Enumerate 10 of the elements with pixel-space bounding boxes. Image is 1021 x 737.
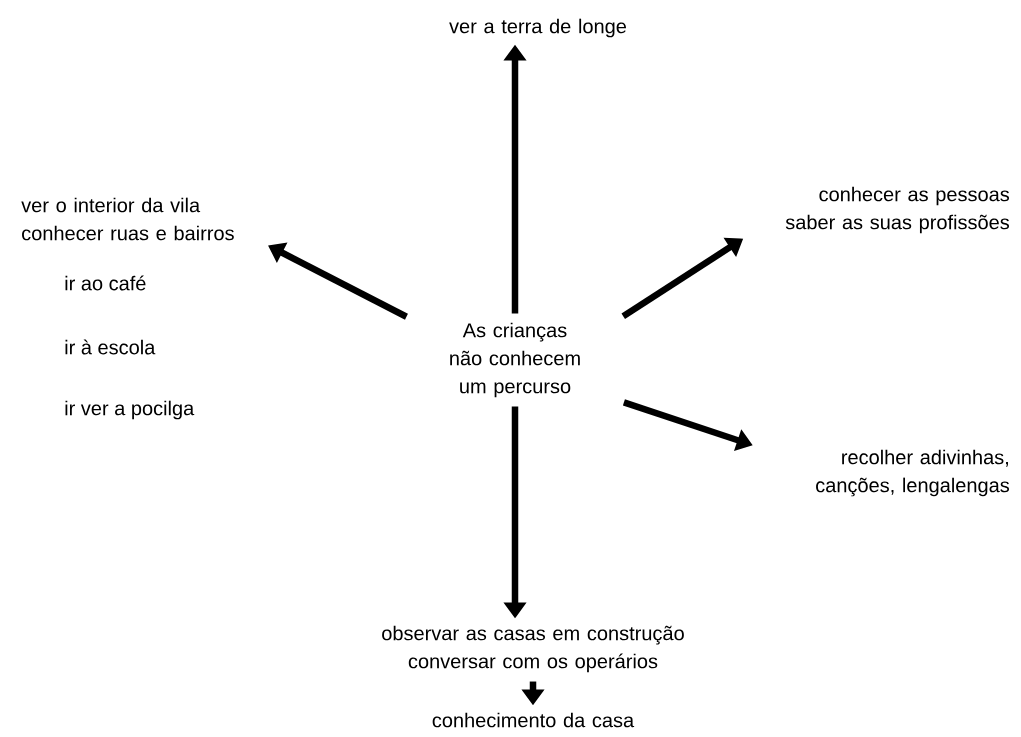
branch-text: observar as casas em construção conversar com os operários [382, 625, 684, 673]
list-item: ir à escola [65, 339, 156, 355]
list-item: ir ver a pocilga [65, 400, 195, 420]
branch-text: ver a terra de longe [449, 18, 626, 38]
branch-text: ver o interior da vila conhecer ruas e bairros [21, 197, 234, 241]
list-item: ir ao café [65, 275, 146, 291]
branch-text: recolher adivinhas, canções, lengalengas [816, 449, 1010, 497]
center-text: As crianças não conhecem um percurso [450, 322, 580, 398]
branch-text: conhecimento da casa [432, 712, 635, 728]
branch-text: conhecer as pessoas saber as suas profissões [785, 186, 1010, 234]
